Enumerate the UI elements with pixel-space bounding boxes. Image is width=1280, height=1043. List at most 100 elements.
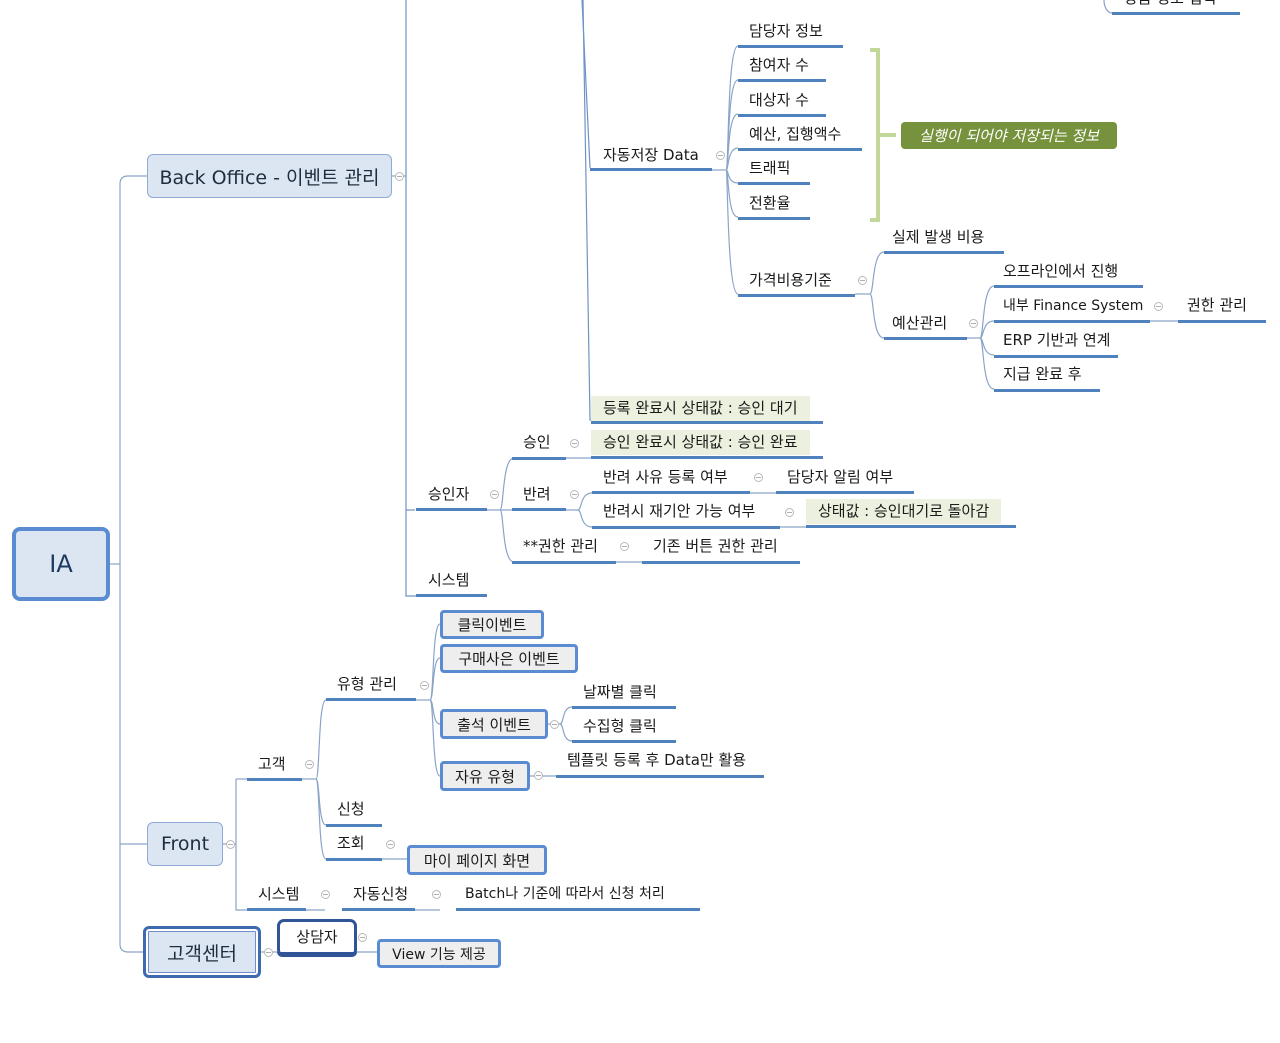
node-system-front[interactable]: 시스템 — [258, 885, 300, 903]
node-product-info-cut[interactable]: 상품 정보 입력 — [1124, 0, 1216, 8]
underline — [884, 337, 967, 340]
customer-center-label: 고객센터 — [167, 942, 237, 965]
group-bracket-tick — [880, 133, 896, 137]
underline — [512, 561, 616, 564]
collapse-toggle-icon[interactable] — [570, 439, 579, 448]
root-label: IA — [49, 550, 73, 578]
node-erp-link[interactable]: ERP 기반과 연계 — [1003, 331, 1111, 349]
node-system-backoffice[interactable]: 시스템 — [428, 571, 470, 589]
underline — [738, 45, 843, 48]
underline — [326, 698, 416, 701]
underline — [776, 491, 914, 494]
node-price-basis[interactable]: 가격비용기준 — [749, 271, 832, 289]
collapse-toggle-icon[interactable] — [490, 490, 499, 499]
node-resubmit[interactable]: 반려시 재기안 가능 여부 — [603, 502, 756, 520]
node-free-type[interactable]: 자유 유형 — [440, 761, 530, 791]
node-manager-info[interactable]: 담당자 정보 — [749, 22, 823, 40]
collapse-toggle-icon[interactable] — [785, 508, 794, 517]
collapse-toggle-icon[interactable] — [264, 948, 273, 957]
node-apply[interactable]: 신청 — [337, 800, 365, 818]
underline — [416, 508, 487, 511]
node-offline[interactable]: 오프라인에서 진행 — [1003, 262, 1119, 280]
node-permission-mgmt[interactable]: **권한 관리 — [523, 537, 598, 555]
node-auto-apply[interactable]: 자동신청 — [353, 885, 409, 903]
node-agent[interactable]: 상담자 — [277, 919, 357, 957]
node-finance-system[interactable]: 내부 Finance System — [1003, 298, 1144, 314]
customer-center-node[interactable]: 고객센터 — [143, 926, 261, 978]
node-collect-click[interactable]: 수집형 클릭 — [583, 717, 657, 735]
click-event-label: 클릭이벤트 — [457, 616, 527, 634]
node-purchase-event[interactable]: 구매사은 이벤트 — [440, 644, 578, 673]
underline — [591, 421, 823, 424]
collapse-toggle-icon[interactable] — [969, 319, 978, 328]
collapse-toggle-icon[interactable] — [1154, 302, 1163, 311]
node-auto-save-data[interactable]: 자동저장 Data — [603, 146, 699, 164]
underline — [416, 594, 487, 597]
node-approver[interactable]: 승인자 — [428, 485, 470, 503]
node-my-page[interactable]: 마이 페이지 화면 — [407, 845, 547, 875]
node-conversion-rate[interactable]: 전환율 — [749, 194, 791, 212]
node-type-mgmt[interactable]: 유형 관리 — [337, 675, 397, 693]
underline — [456, 908, 700, 911]
node-register-status[interactable]: 등록 완료시 상태값 : 승인 대기 — [591, 396, 810, 421]
front-node[interactable]: Front — [147, 822, 223, 866]
node-traffic[interactable]: 트래픽 — [749, 159, 791, 177]
underline — [247, 778, 302, 781]
node-reject[interactable]: 반려 — [523, 485, 551, 503]
underline — [592, 491, 750, 494]
collapse-toggle-icon[interactable] — [570, 490, 579, 499]
node-permission-mgmt-finance[interactable]: 권한 관리 — [1187, 296, 1247, 314]
node-click-event[interactable]: 클릭이벤트 — [440, 610, 544, 639]
collapse-toggle-icon[interactable] — [858, 276, 867, 285]
node-daily-click[interactable]: 날짜별 클릭 — [583, 683, 657, 701]
collapse-toggle-icon[interactable] — [226, 840, 235, 849]
back-office-node[interactable]: Back Office - 이벤트 관리 — [147, 154, 392, 198]
underline — [590, 168, 712, 171]
node-customer[interactable]: 고객 — [258, 755, 286, 773]
attendance-event-label: 출석 이벤트 — [457, 715, 531, 734]
node-budget-spend[interactable]: 예산, 집행액수 — [749, 125, 842, 143]
underline — [512, 508, 566, 511]
collapse-toggle-icon[interactable] — [305, 760, 314, 769]
root-node-ia[interactable]: IA — [12, 527, 110, 601]
collapse-toggle-icon[interactable] — [534, 771, 543, 780]
collapse-toggle-icon[interactable] — [716, 151, 725, 160]
node-template-data[interactable]: 템플릿 등록 후 Data만 활용 — [567, 751, 747, 769]
node-attendance-event[interactable]: 출석 이벤트 — [440, 709, 548, 739]
collapse-toggle-icon[interactable] — [386, 840, 395, 849]
node-participant-count[interactable]: 참여자 수 — [749, 56, 809, 74]
node-button-permission[interactable]: 기존 버튼 권한 관리 — [653, 537, 778, 555]
free-type-label: 자유 유형 — [455, 767, 515, 786]
underline — [738, 182, 810, 185]
underline — [806, 525, 1016, 528]
underline — [994, 285, 1143, 288]
callout-saved-on-execution[interactable]: 실행이 되어야 저장되는 정보 — [901, 122, 1117, 149]
collapse-toggle-icon[interactable] — [395, 172, 404, 181]
callout-text: 실행이 되어야 저장되는 정보 — [919, 127, 1099, 145]
node-resubmit-status[interactable]: 상태값 : 승인대기로 돌아감 — [806, 499, 1002, 524]
collapse-toggle-icon[interactable] — [321, 890, 330, 899]
node-batch-apply[interactable]: Batch나 기준에 따라서 신청 처리 — [465, 886, 665, 902]
collapse-toggle-icon[interactable] — [358, 933, 367, 942]
collapse-toggle-icon[interactable] — [754, 473, 763, 482]
node-manager-notify[interactable]: 담당자 알림 여부 — [787, 468, 894, 486]
node-approve[interactable]: 승인 — [523, 433, 551, 451]
node-after-payment[interactable]: 지급 완료 후 — [1003, 365, 1082, 383]
node-reject-reason[interactable]: 반려 사유 등록 여부 — [603, 468, 728, 486]
my-page-label: 마이 페이지 화면 — [423, 851, 531, 870]
node-view-feature[interactable]: View 기능 제공 — [377, 939, 501, 968]
node-actual-cost[interactable]: 실제 발생 비용 — [892, 228, 985, 246]
underline — [512, 457, 566, 460]
collapse-toggle-icon[interactable] — [550, 720, 559, 729]
node-view[interactable]: 조회 — [337, 834, 365, 852]
node-target-count[interactable]: 대상자 수 — [749, 91, 809, 109]
collapse-toggle-icon[interactable] — [620, 542, 629, 551]
node-budget-mgmt[interactable]: 예산관리 — [892, 314, 948, 332]
purchase-event-label: 구매사은 이벤트 — [458, 650, 560, 668]
collapse-toggle-icon[interactable] — [432, 890, 441, 899]
collapse-toggle-icon[interactable] — [420, 681, 429, 690]
node-approve-status[interactable]: 승인 완료시 상태값 : 승인 완료 — [591, 430, 810, 455]
underline — [1112, 12, 1240, 15]
underline — [247, 908, 306, 911]
